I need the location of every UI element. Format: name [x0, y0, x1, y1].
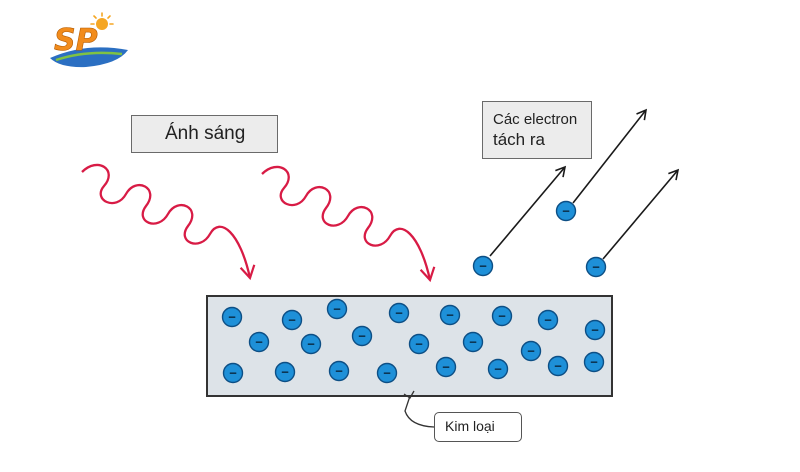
- svg-text:−: −: [383, 366, 391, 381]
- metal-electron: −: [281, 309, 303, 331]
- svg-text:−: −: [590, 355, 598, 370]
- svg-text:−: −: [442, 360, 450, 375]
- ejected-electrons-label-line2: tách ra: [493, 130, 545, 149]
- svg-text:−: −: [494, 362, 502, 377]
- svg-text:−: −: [415, 337, 423, 352]
- ejected-electrons-label: Các electron tách ra: [482, 101, 592, 159]
- metal-label: Kim loại: [434, 412, 522, 442]
- metal-electron: −: [221, 306, 243, 328]
- metal-electron: −: [547, 355, 569, 377]
- svg-text:−: −: [554, 359, 562, 374]
- svg-text:−: −: [333, 302, 341, 317]
- light-wave-left: [81, 163, 256, 281]
- metal-callout-pointer: [404, 395, 435, 428]
- svg-text:−: −: [498, 309, 506, 324]
- svg-text:−: −: [591, 323, 599, 338]
- metal-electron: −: [584, 319, 606, 341]
- logo-text: SP: [54, 23, 98, 58]
- metal-electron: −: [408, 333, 430, 355]
- svg-text:−: −: [281, 365, 289, 380]
- light-label: Ánh sáng: [131, 115, 278, 153]
- sun-icon: [90, 12, 114, 30]
- metal-electron: −: [328, 360, 350, 382]
- metal-electron: −: [326, 298, 348, 320]
- metal-electron: −: [487, 358, 509, 380]
- metal-electron: −: [435, 356, 457, 378]
- svg-text:−: −: [228, 310, 236, 325]
- svg-text:−: −: [395, 306, 403, 321]
- metal-electron: −: [300, 333, 322, 355]
- svg-text:−: −: [229, 366, 237, 381]
- light-wave-right: [261, 165, 436, 283]
- metal-electron: −: [388, 302, 410, 324]
- svg-text:−: −: [544, 313, 552, 328]
- ejected-electrons-label-line1: Các electron: [493, 111, 578, 128]
- ejected-electron: −: [585, 256, 607, 278]
- svg-text:−: −: [479, 259, 487, 274]
- metal-electron: −: [520, 340, 542, 362]
- metal-electron: −: [376, 362, 398, 384]
- ejected-electron: −: [555, 200, 577, 222]
- metal-electron: −: [537, 309, 559, 331]
- ejection-arrow: [602, 168, 680, 260]
- metal-electron: −: [248, 331, 270, 353]
- svg-text:−: −: [527, 344, 535, 359]
- metal-electron: −: [583, 351, 605, 373]
- svg-text:−: −: [307, 337, 315, 352]
- metal-electron: −: [491, 305, 513, 327]
- ejection-arrow: [489, 165, 567, 257]
- svg-text:−: −: [335, 364, 343, 379]
- ejected-electron: −: [472, 255, 494, 277]
- metal-electron: −: [462, 331, 484, 353]
- metal-electron: −: [222, 362, 244, 384]
- svg-text:−: −: [446, 308, 454, 323]
- metal-electrons: − − − − − − − − − − − − − − − − − − − − …: [221, 298, 606, 384]
- svg-text:−: −: [358, 329, 366, 344]
- svg-text:−: −: [562, 204, 570, 219]
- svg-text:−: −: [592, 260, 600, 275]
- company-logo: SP: [50, 12, 128, 68]
- svg-text:−: −: [255, 335, 263, 350]
- ejection-arrow: [572, 108, 648, 204]
- metal-electron: −: [439, 304, 461, 326]
- svg-text:−: −: [469, 335, 477, 350]
- metal-electron: −: [351, 325, 373, 347]
- svg-text:−: −: [288, 313, 296, 328]
- metal-electron: −: [274, 361, 296, 383]
